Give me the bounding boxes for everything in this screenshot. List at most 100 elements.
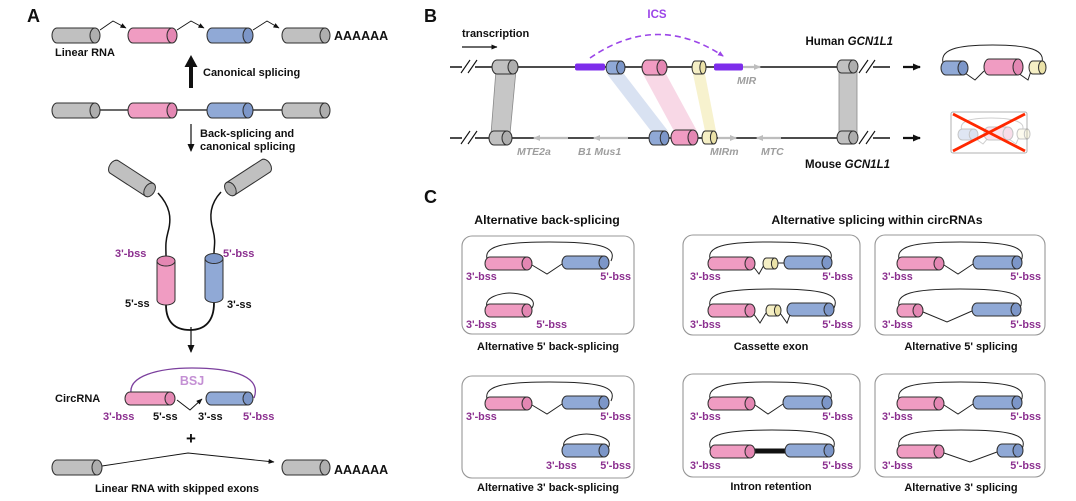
bss5-label: 5'-bss — [822, 411, 853, 423]
repeat-arrows — [533, 64, 781, 141]
box-alt3-splicing — [874, 373, 1046, 478]
exon-cylinder-blue — [957, 128, 979, 141]
bss3-label: 3'-bss — [115, 248, 146, 260]
bss3-label: 3'-bss — [882, 460, 913, 472]
ss5-label: 5'-ss — [125, 298, 150, 310]
exon-cylinder-gray — [51, 102, 101, 119]
exon-cylinder-yellow — [691, 60, 707, 75]
exon-cylinder-blue — [996, 443, 1024, 458]
pink-homology-band — [643, 74, 697, 131]
exon-cylinder-blue — [205, 391, 254, 406]
box-alt5-backsplicing — [461, 235, 635, 335]
exon-cylinder-blue — [783, 255, 833, 270]
exon-cylinder-pink — [484, 256, 533, 271]
caption-intron-retention: Intron retention — [730, 481, 812, 493]
bss5-label: 5'-bss — [822, 319, 853, 331]
exon-cylinder-yellow — [1028, 60, 1047, 75]
exon-cylinder-pink — [670, 129, 699, 146]
exon-cylinder-gray — [836, 59, 859, 74]
bss5-label: 5'-bss — [1010, 411, 1041, 423]
bss-labels: 3'-bss 5'-bss 3'-bss 5'-bss 3'-bss 5'-bss 3'-b… — [466, 271, 1041, 472]
circ-junction-v — [176, 398, 203, 411]
splice-v-junction — [531, 263, 563, 275]
exon-cylinder-yellow — [765, 304, 782, 317]
exon-cylinder-pink — [896, 256, 945, 271]
panel-c-boxes — [461, 234, 1046, 479]
exon-cylinder-gray — [488, 130, 513, 146]
exon-cylinder-pink — [641, 59, 668, 76]
exon-cylinder-blue — [784, 443, 835, 458]
exon-cylinder-pink — [156, 255, 176, 306]
splice-caret — [176, 20, 205, 31]
exon-cylinder-pink — [983, 58, 1024, 76]
bss3-label: 3'-bss — [466, 319, 497, 331]
exon-cylinder-blue — [206, 27, 254, 44]
bss5-label: 5'-bss — [600, 460, 631, 472]
panel-b-label: B — [424, 6, 437, 26]
exon-cylinder-pink — [124, 391, 176, 406]
circ-loop — [709, 429, 835, 451]
exon-cylinder-blue — [605, 60, 626, 75]
bss5-label: 5'-bss — [822, 460, 853, 472]
ics-element-left — [575, 63, 605, 71]
bss3-label: 3'-bss — [882, 411, 913, 423]
ss3-label: 3'-ss — [198, 411, 223, 423]
back-splice-loop — [165, 302, 215, 331]
linear-rna-label: Linear RNA — [55, 47, 115, 59]
canonical-splicing-arrowhead — [184, 55, 198, 67]
splice-v-junction — [943, 403, 974, 415]
bss5-label: 5'-bss — [243, 411, 274, 423]
circrna-label: CircRNA — [55, 393, 100, 405]
exon-cylinder-gray — [108, 159, 156, 198]
canonical-splicing-label: Canonical splicing — [203, 67, 300, 79]
bss3-label: 3'-bss — [690, 319, 721, 331]
mouse-species: Mouse — [805, 159, 845, 171]
gray-homology-band-right — [838, 64, 858, 135]
exon-cylinder-gray — [51, 459, 103, 476]
exon-cylinder-blue — [972, 395, 1023, 410]
exon-cylinder-gray — [281, 27, 331, 44]
human-species: Human — [805, 36, 847, 48]
exon-cylinder-gray — [224, 158, 272, 197]
exon-cylinder-pink — [896, 444, 945, 459]
circ-loop — [709, 241, 832, 263]
splice-v-junction — [964, 70, 985, 81]
exon-cylinder-blue — [206, 102, 254, 119]
no-circrna-product — [950, 111, 1031, 154]
mir-label: MIR — [737, 75, 757, 87]
connector-lines — [99, 20, 921, 467]
red-x-line — [952, 112, 1026, 153]
exon-cylinder-pink — [484, 396, 533, 411]
bss5-label: 5'-bss — [600, 271, 631, 283]
circ-loop — [486, 241, 613, 263]
ics-label: ICS — [647, 9, 667, 21]
exon-cylinder-blue — [782, 395, 833, 410]
box-alt5-splicing — [874, 234, 1046, 336]
mouse-gene-symbol: GCN1L1 — [845, 159, 890, 171]
yellow-homology-band — [693, 74, 716, 131]
splice-v-junction — [943, 263, 974, 275]
bsj-arc — [127, 367, 257, 399]
splice-v-junction — [943, 451, 998, 463]
exon-cylinder-pink — [484, 303, 533, 318]
exon-cylinder-blue — [561, 443, 610, 458]
mirm-label: MIRm — [710, 146, 739, 158]
splice-v-junction — [1017, 70, 1032, 81]
box-alt3-backsplicing — [461, 375, 635, 479]
splice-caret — [99, 20, 127, 31]
bss5-label: 5'-bss — [1010, 460, 1041, 472]
bss3-label: 3'-bss — [690, 271, 721, 283]
human-gene-symbol: GCN1L1 — [848, 36, 893, 48]
bss5-label: 5'-bss — [536, 319, 567, 331]
splice-v-junction — [754, 403, 784, 415]
panel-c-label: C — [424, 187, 437, 207]
mouse-gene-label: Mouse GCN1L1 — [805, 159, 890, 171]
exon-cylinder-yellow — [701, 130, 718, 145]
fold-curve-left — [157, 192, 171, 257]
plus-sign: + — [186, 429, 196, 448]
bss3-label: 3'-bss — [882, 319, 913, 331]
faded-circrna — [957, 117, 1031, 145]
bss3-label: 3'-bss — [690, 460, 721, 472]
